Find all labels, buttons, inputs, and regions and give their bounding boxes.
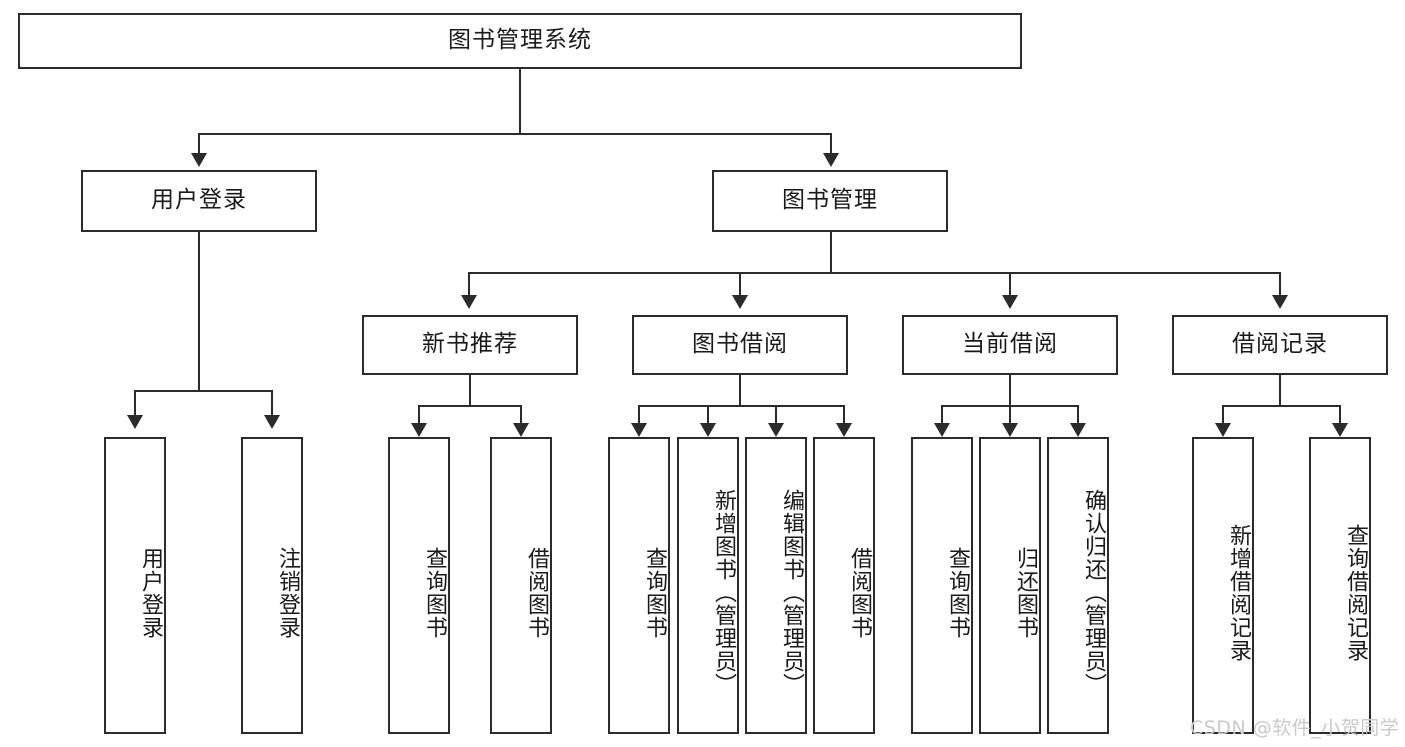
edge-drop-borrow-record: [1279, 272, 1281, 300]
edge-drop-nbr-leaf-1: [418, 405, 420, 427]
node-label: 图书管理: [782, 187, 878, 214]
leaf-bb-query-book[interactable]: 查询图书: [608, 437, 670, 734]
node-label: 当前借阅: [962, 331, 1058, 358]
arrowhead-leaf-logout: [264, 415, 280, 429]
leaf-label: 确认归还（管理员）: [1081, 489, 1106, 696]
leaf-br-query-record[interactable]: 查询借阅记录: [1309, 437, 1371, 734]
leaf-bb-edit-book-admin[interactable]: 编辑图书（管理员）: [745, 437, 807, 734]
leaf-label: 用户登录: [138, 546, 163, 639]
arrowhead-current-borrow: [1002, 295, 1018, 309]
arrowhead-bb-leaf-3: [768, 423, 784, 437]
leaf-label: 编辑图书（管理员）: [779, 489, 804, 696]
leaf-label: 查询图书: [642, 546, 667, 639]
leaf-label: 查询借阅记录: [1343, 523, 1368, 662]
arrowhead-br-leaf-1: [1215, 423, 1231, 437]
edge-drop-cb-leaf-1: [941, 405, 943, 427]
leaf-bb-borrow-book[interactable]: 借阅图书: [813, 437, 875, 734]
edge-book-borrow-stem: [739, 375, 741, 407]
edge-drop-br-leaf-2: [1339, 405, 1341, 427]
arrowhead-leaf-user-login: [127, 415, 143, 429]
edge-user-login-bus: [134, 390, 272, 392]
node-book-borrow[interactable]: 图书借阅: [632, 315, 848, 375]
arrowhead-bb-leaf-1: [631, 423, 647, 437]
leaf-cb-return-book[interactable]: 归还图书: [979, 437, 1041, 734]
edge-drop-cb-leaf-3: [1077, 405, 1079, 427]
arrowhead-br-leaf-2: [1332, 423, 1348, 437]
arrowhead-cb-leaf-1: [934, 423, 950, 437]
leaf-nbr-query-book[interactable]: 查询图书: [388, 437, 450, 734]
node-label: 借阅记录: [1232, 331, 1328, 358]
arrowhead-user-login: [191, 153, 207, 167]
leaf-cb-confirm-return-admin[interactable]: 确认归还（管理员）: [1047, 437, 1109, 734]
leaf-br-add-record[interactable]: 新增借阅记录: [1192, 437, 1254, 734]
node-label: 图书借阅: [692, 331, 788, 358]
edge-drop-new-book-recommend: [468, 272, 470, 300]
leaf-label: 新增借阅记录: [1226, 523, 1251, 662]
leaf-label: 归还图书: [1013, 546, 1038, 639]
edge-root-stem: [519, 69, 521, 134]
leaf-label: 查询图书: [945, 546, 970, 639]
edge-drop-br-leaf-1: [1222, 405, 1224, 427]
leaf-label: 借阅图书: [847, 546, 872, 639]
edge-drop-bb-leaf-3: [775, 405, 777, 427]
edge-drop-book-borrow: [739, 272, 741, 300]
edge-root-bus: [198, 133, 832, 135]
leaf-user-login[interactable]: 用户登录: [104, 437, 166, 734]
edge-current-borrow-stem: [1009, 375, 1011, 407]
leaf-bb-add-book-admin[interactable]: 新增图书（管理员）: [677, 437, 739, 734]
leaf-label: 新增图书（管理员）: [711, 489, 736, 696]
edge-borrow-record-bus: [1222, 405, 1340, 407]
edge-drop-leaf-logout: [271, 390, 273, 420]
arrowhead-nbr-leaf-1: [411, 423, 427, 437]
leaf-label: 查询图书: [422, 546, 447, 639]
leaf-label: 注销登录: [275, 546, 300, 639]
node-root-book-management-system[interactable]: 图书管理系统: [18, 13, 1022, 69]
node-new-book-recommend[interactable]: 新书推荐: [362, 315, 578, 375]
watermark-text: CSDN @软件_小贺同学: [1190, 717, 1400, 739]
leaf-label: 借阅图书: [524, 546, 549, 639]
arrowhead-cb-leaf-3: [1070, 423, 1086, 437]
edge-book-management-bus: [468, 272, 1280, 274]
edge-book-management-stem: [830, 232, 832, 274]
arrowhead-book-management: [823, 153, 839, 167]
edge-book-borrow-bus: [638, 405, 844, 407]
edge-drop-cb-leaf-2: [1009, 405, 1011, 427]
leaf-cb-query-book[interactable]: 查询图书: [911, 437, 973, 734]
node-label: 新书推荐: [422, 331, 518, 358]
node-current-borrow[interactable]: 当前借阅: [902, 315, 1118, 375]
arrowhead-bb-leaf-2: [700, 423, 716, 437]
arrowhead-borrow-record: [1272, 295, 1288, 309]
node-label: 图书管理系统: [448, 27, 592, 54]
edge-new-book-recommend-stem: [469, 375, 471, 407]
edge-drop-current-borrow: [1009, 272, 1011, 300]
edge-borrow-record-stem: [1279, 375, 1281, 407]
edge-drop-user-login: [198, 133, 200, 158]
edge-drop-bb-leaf-4: [843, 405, 845, 427]
arrowhead-bb-leaf-4: [836, 423, 852, 437]
edge-drop-nbr-leaf-2: [520, 405, 522, 427]
edge-drop-leaf-user-login: [134, 390, 136, 420]
arrowhead-book-borrow: [732, 295, 748, 309]
edge-drop-bb-leaf-2: [707, 405, 709, 427]
arrowhead-new-book-recommend: [461, 295, 477, 309]
edge-drop-bb-leaf-1: [638, 405, 640, 427]
node-book-management[interactable]: 图书管理: [712, 170, 948, 232]
leaf-logout[interactable]: 注销登录: [241, 437, 303, 734]
node-user-login[interactable]: 用户登录: [81, 170, 317, 232]
leaf-nbr-borrow-book[interactable]: 借阅图书: [490, 437, 552, 734]
arrowhead-cb-leaf-2: [1002, 423, 1018, 437]
node-borrow-record[interactable]: 借阅记录: [1172, 315, 1388, 375]
edge-user-login-stem: [198, 232, 200, 392]
arrowhead-nbr-leaf-2: [513, 423, 529, 437]
edge-new-book-recommend-bus: [418, 405, 521, 407]
node-label: 用户登录: [151, 187, 247, 214]
edge-drop-book-management: [830, 133, 832, 158]
